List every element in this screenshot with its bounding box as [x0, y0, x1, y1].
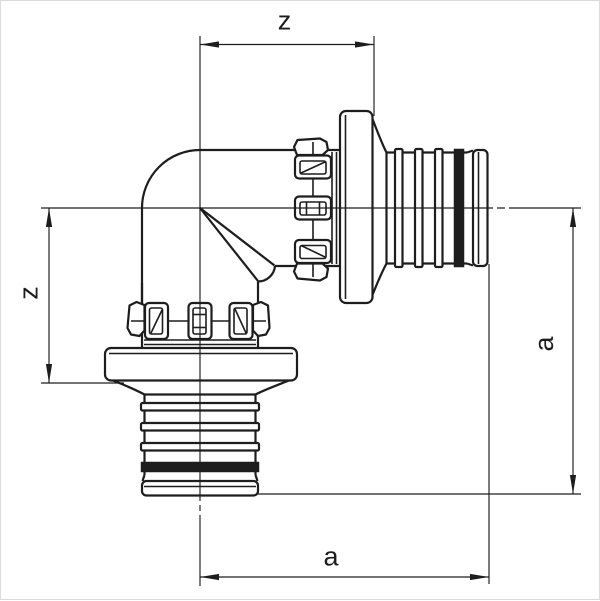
tooth-clip-detail	[300, 244, 326, 258]
connector-cap-assembly-bottom	[103, 281, 299, 497]
dimensions: z z a a	[14, 6, 581, 584]
arrowhead-down	[45, 364, 53, 383]
dimension-z-top-label: z	[278, 6, 292, 36]
shoulder-taper-bottom	[371, 262, 388, 296]
dimension-a-right-label: a	[529, 336, 559, 352]
arrowhead-left	[200, 41, 219, 48]
fitting-body	[103, 109, 489, 497]
tooth-hook-outer	[292, 262, 330, 282]
endcap-leadin	[466, 149, 474, 267]
outer-corner-arc	[140, 148, 201, 209]
dimension-z-left: z	[14, 208, 124, 384]
center-axes	[41, 36, 581, 586]
shoulder-taper-top	[371, 118, 388, 154]
arrowhead-up	[45, 208, 53, 227]
retaining-teeth	[292, 137, 333, 282]
connector-cap-assembly-right	[275, 109, 489, 305]
arrowhead-right	[470, 573, 489, 581]
arrowhead-left	[200, 573, 219, 581]
arrowhead-right	[355, 41, 374, 48]
dimension-a-right: a	[258, 208, 581, 495]
tooth-clip-inner	[299, 244, 327, 260]
inner-cone-line	[199, 207, 276, 267]
dimension-a-bottom-label: a	[323, 542, 339, 572]
dimension-z-left-label: z	[14, 286, 44, 300]
tooth-clip-inner	[299, 160, 327, 175]
inner-cone-line	[199, 207, 259, 282]
arrowhead-up	[569, 208, 577, 227]
tooth-clip-detail	[300, 161, 326, 174]
elbow-junction	[140, 148, 296, 303]
dimension-z-top: z	[200, 6, 375, 116]
dimension-a-bottom: a	[200, 264, 490, 584]
tooth-hook-outer	[292, 137, 330, 157]
inner-fillet-arc	[257, 265, 277, 283]
sleeve-flange	[338, 109, 374, 305]
arrowhead-down	[569, 475, 577, 494]
